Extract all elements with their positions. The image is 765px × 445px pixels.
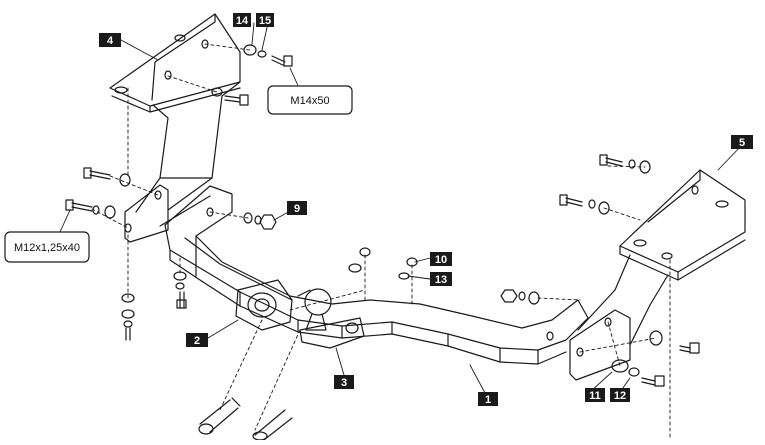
callout-m14x50-text: M14x50 [290, 95, 329, 107]
socket-plate [235, 279, 293, 331]
fasteners [65, 44, 700, 441]
callout-m14x50 [267, 85, 353, 115]
assembly-lines [91, 43, 671, 441]
part-badge-13: 13 [435, 274, 447, 286]
part-badge-5-box [731, 135, 753, 149]
part-badge-4-box [99, 33, 121, 47]
part-badge-12-box [233, 13, 251, 27]
tow-ball [297, 288, 365, 349]
right-bracket [569, 169, 746, 381]
part-badge-11-box [585, 388, 605, 402]
part-badge-9: 9 [294, 203, 300, 215]
part-badge-3: 3 [341, 377, 347, 389]
part-badge-12: 14 [236, 15, 249, 27]
part-badge-2: 2 [194, 335, 200, 347]
callout-m12 [4, 231, 90, 263]
cross-beam [159, 185, 589, 365]
part-badge-15: 15 [259, 15, 271, 27]
part-badge-10: 10 [435, 254, 447, 266]
part-badge-13-box [430, 272, 452, 286]
part-badge-4: 4 [107, 35, 114, 47]
part-badge-15-box [256, 13, 274, 27]
callout-m12-text: M12x1,25x40 [14, 242, 80, 254]
leader-lines [59, 22, 743, 394]
part-badge-11: 11 [589, 390, 601, 402]
part-badge-1: 1 [485, 394, 491, 406]
part-badge-2-box [186, 333, 208, 347]
left-bracket [109, 13, 241, 243]
part-badge-10-box [430, 252, 452, 266]
part-badge-3-box [334, 375, 354, 389]
part-badge-9-box [287, 201, 307, 215]
part-badge-14: 12 [614, 390, 626, 402]
part-badge-1-box [478, 392, 498, 406]
part-badge-5: 5 [739, 137, 745, 149]
part-badge-14-box [610, 388, 630, 402]
